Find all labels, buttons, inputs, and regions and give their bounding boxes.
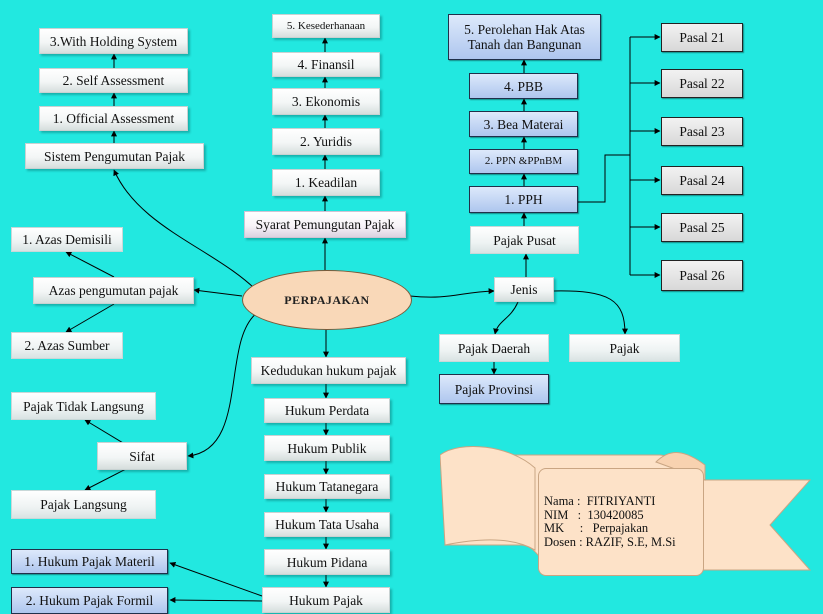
pajak-pusat-node: Pajak Pusat (470, 226, 579, 254)
hukum-pajak-formil-node: 2. Hukum Pajak Formil (11, 587, 168, 614)
identity-card: Nama : FITRIYANTI NIM : 130420085 MK : P… (538, 468, 704, 576)
yuridis-node: 2. Yuridis (272, 128, 380, 155)
jenis-node: Jenis (494, 277, 554, 302)
hukum-tatanegara-node: Hukum Tatanegara (264, 474, 390, 499)
pasal-25-node: Pasal 25 (661, 213, 743, 242)
hukum-tata-usaha-node: Hukum Tata Usaha (264, 512, 390, 537)
pajak-provinsi-node: Pajak Provinsi (439, 374, 549, 404)
pasal-26-node: Pasal 26 (661, 260, 743, 291)
kedudukan-hukum-node: Kedudukan hukum pajak (251, 357, 406, 384)
azas-pengumutan-node: Azas pengumutan pajak (33, 277, 194, 304)
pasal-24-node: Pasal 24 (661, 166, 743, 195)
pph-node: 1. PPH (469, 186, 578, 213)
sistem-pengumutan-node: Sistem Pengumutan Pajak (25, 143, 204, 169)
perolehan-hak-node: 5. Perolehan Hak Atas Tanah dan Bangunan (448, 14, 601, 60)
hukum-pajak-materil-node: 1. Hukum Pajak Materil (11, 549, 168, 574)
hukum-perdata-node: Hukum Perdata (264, 398, 390, 423)
card-mk: MK : Perpajakan (544, 521, 649, 535)
official-assessment-node: 1. Official Assessment (39, 106, 188, 131)
syarat-pemungutan-node: Syarat Pemungutan Pajak (244, 211, 406, 238)
with-holding-node: 3.With Holding System (39, 28, 188, 54)
hukum-publik-node: Hukum Publik (264, 435, 390, 461)
kesederhanaan-node: 5. Kesederhanaan (272, 14, 380, 38)
center-ellipse: PERPAJAKAN (242, 270, 412, 330)
hukum-pajak-node: Hukum Pajak (262, 587, 390, 613)
pasal-22-node: Pasal 22 (661, 69, 743, 98)
pajak-daerah-node: Pajak Daerah (439, 334, 549, 362)
ekonomis-node: 3. Ekonomis (272, 88, 380, 115)
azas-demisili-node: 1. Azas Demisili (11, 227, 123, 252)
sifat-node: Sifat (97, 442, 187, 470)
finansil-node: 4. Finansil (272, 52, 380, 77)
card-nama: Nama : FITRIYANTI (544, 494, 656, 508)
ppn-node: 2. PPN &PPnBM (469, 149, 578, 174)
pbb-node: 4. PBB (469, 73, 578, 99)
pajak-langsung-node: Pajak Langsung (11, 490, 156, 519)
bea-materai-node: 3. Bea Materai (469, 111, 578, 137)
keadilan-node: 1. Keadilan (272, 169, 380, 196)
pajak-node: Pajak (569, 334, 680, 362)
azas-sumber-node: 2. Azas Sumber (11, 332, 123, 359)
card-dosen: Dosen : RAZIF, S.E, M.Si (544, 534, 676, 549)
pajak-tidak-langsung-node: Pajak Tidak Langsung (11, 392, 156, 420)
pasal-23-node: Pasal 23 (661, 117, 743, 146)
card-nim: NIM : 130420085 (544, 507, 644, 522)
pasal-21-node: Pasal 21 (661, 23, 743, 52)
hukum-pidana-node: Hukum Pidana (264, 549, 390, 575)
self-assessment-node: 2. Self Assessment (39, 68, 188, 93)
